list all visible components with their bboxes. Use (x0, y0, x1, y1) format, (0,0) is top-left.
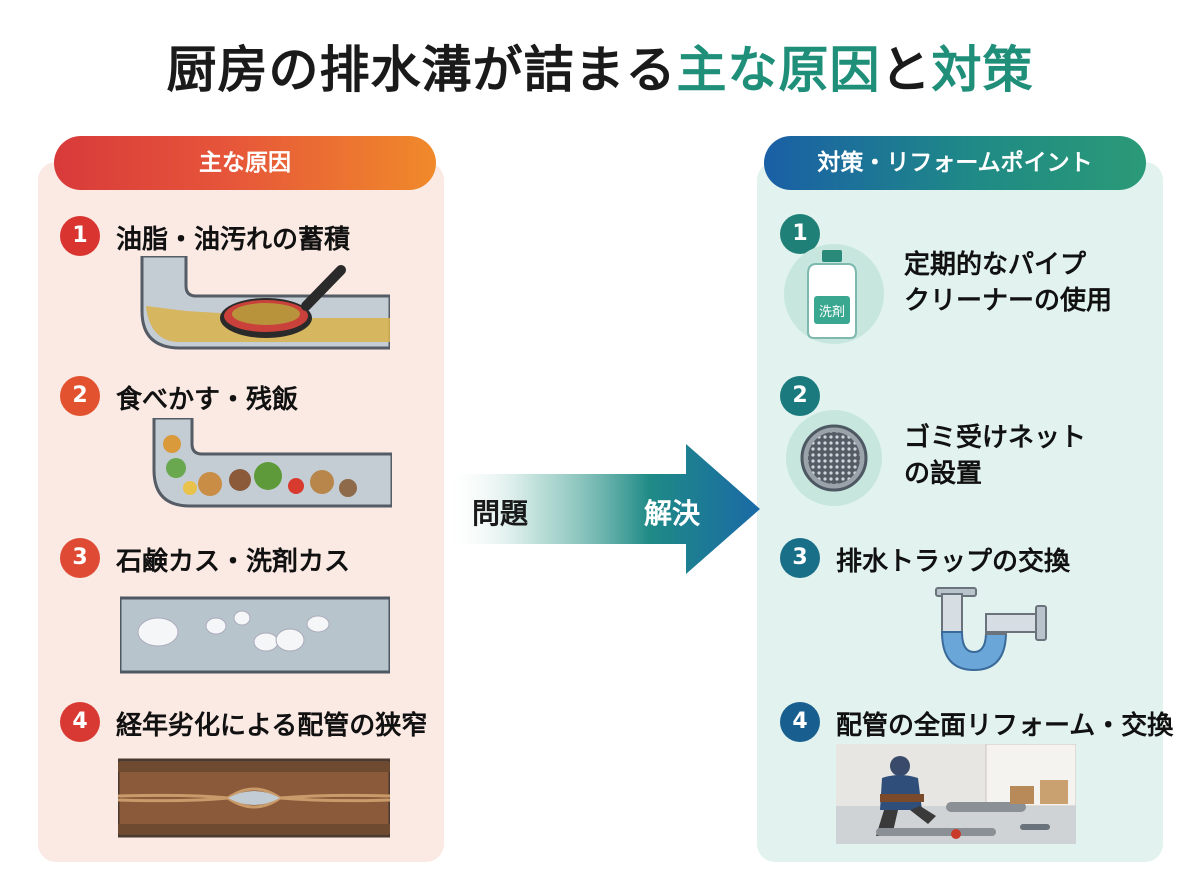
page-title: 厨房の排水溝が詰まる主な原因と対策 (0, 30, 1200, 102)
solution-3-number: 3 (780, 538, 820, 578)
title-part-2: 主な原因 (676, 41, 881, 99)
food-scraps-pipe-illustration (152, 418, 392, 508)
causes-panel (38, 162, 444, 862)
solution-1-line-2: クリーナーの使用 (904, 286, 1113, 316)
pipe-cleaner-bottle-icon: 洗剤 (784, 244, 884, 344)
cause-3-label: 石鹸カス・洗剤カス (116, 547, 351, 577)
solution-2-line-1: ゴミ受けネット (904, 423, 1087, 453)
problem-to-solution-arrow (444, 444, 760, 574)
causes-header: 主な原因 (54, 136, 436, 190)
solution-1-line-1: 定期的なパイプ (904, 250, 1087, 280)
solution-1-label: 定期的なパイプ クリーナーの使用 (904, 247, 1112, 319)
cause-4-number: 4 (60, 702, 100, 742)
bottle-label: 洗剤 (819, 304, 845, 320)
cause-3-number: 3 (60, 538, 100, 578)
solution-2-line-2: の設置 (904, 459, 983, 489)
solutions-header: 対策・リフォームポイント (764, 136, 1146, 190)
p-trap-illustration (935, 587, 1047, 672)
cause-1-label: 油脂・油汚れの蓄積 (116, 225, 351, 255)
arrow-solution-label: 解決 (644, 497, 701, 530)
drain-net-icon (786, 410, 882, 506)
solution-2-label: ゴミ受けネット の設置 (904, 420, 1086, 492)
solution-2-number: 2 (780, 376, 820, 416)
cause-4-label: 経年劣化による配管の狭窄 (116, 711, 428, 741)
cause-1-number: 1 (60, 216, 100, 256)
narrowed-pipe-illustration (118, 758, 390, 838)
title-part-1: 厨房の排水溝が詰まる (166, 41, 677, 99)
arrow-problem-label: 問題 (472, 497, 529, 530)
solution-4-number: 4 (780, 702, 820, 742)
soap-scum-pipe-illustration (120, 596, 390, 674)
cause-2-label: 食べかす・残飯 (116, 385, 299, 415)
cause-2-number: 2 (60, 376, 100, 416)
plumber-renovation-photo (836, 744, 1076, 844)
solution-4-label: 配管の全面リフォーム・交換 (836, 711, 1174, 741)
grease-pipe-illustration (140, 256, 390, 350)
solution-1-number: 1 (780, 214, 820, 254)
solution-3-label: 排水トラップの交換 (836, 547, 1071, 577)
title-part-4: 対策 (931, 41, 1034, 99)
title-part-3: と (880, 41, 932, 99)
